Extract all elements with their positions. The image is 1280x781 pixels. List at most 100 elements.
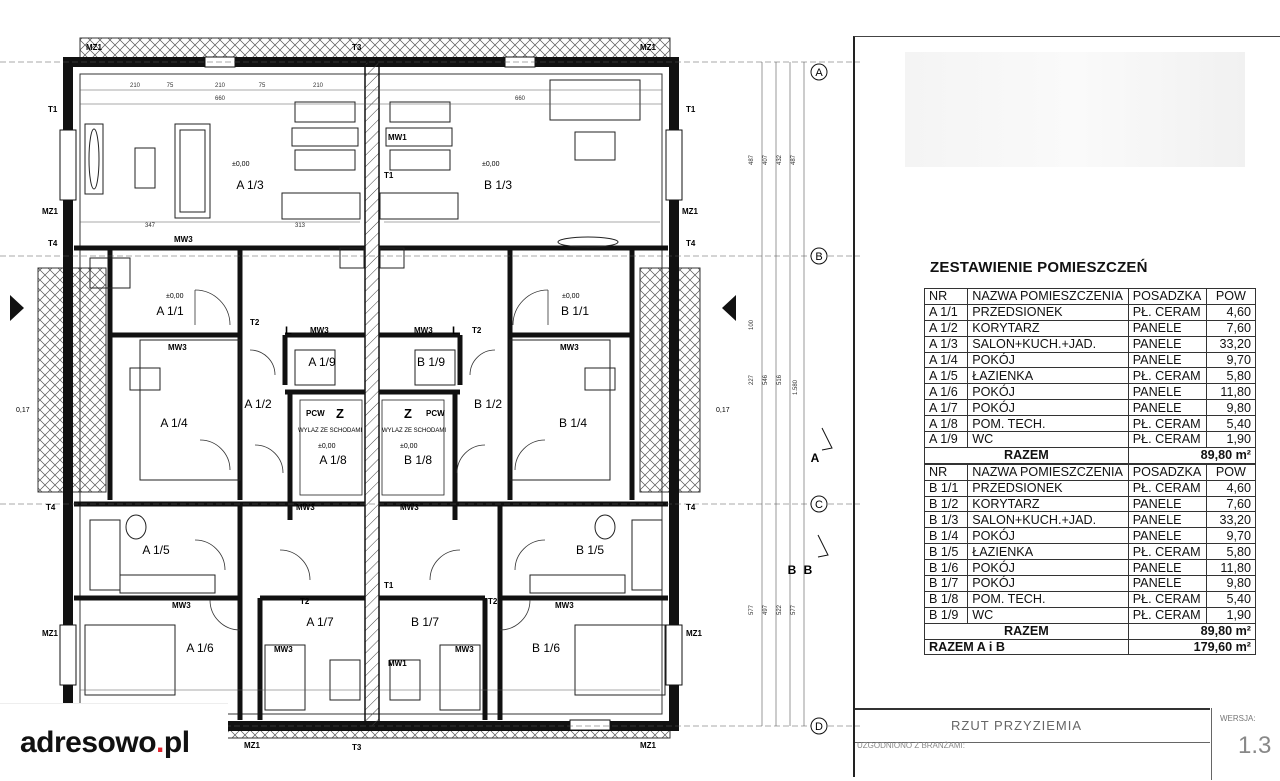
svg-text:MW3: MW3 <box>414 326 433 335</box>
table-cell: A 1/3 <box>923 335 969 353</box>
approval-note: UZGODNIONO Z BRANŻAMI: <box>857 741 965 750</box>
svg-text:1.580: 1.580 <box>793 379 799 395</box>
svg-text:T3: T3 <box>352 743 362 752</box>
svg-text:PCW: PCW <box>306 409 325 418</box>
table-cell: PANELE <box>1127 559 1207 577</box>
table-cell: PŁ. CERAM <box>1127 431 1207 448</box>
svg-text:MW3: MW3 <box>174 235 193 244</box>
interior-walls-left <box>74 245 365 720</box>
table-cell: 33,20 <box>1205 511 1257 529</box>
table-cell: PŁ. CERAM <box>1127 415 1207 433</box>
svg-text:PCW: PCW <box>426 409 445 418</box>
table-cell: A 1/1 <box>923 303 969 321</box>
dimension-text-right: 487 407 432 487 546 227 100 516 1.580 57… <box>749 154 799 615</box>
room-label-a18: A 1/8 <box>319 453 347 467</box>
svg-text:0,17: 0,17 <box>716 407 730 414</box>
level-marks: ±0,00 ±0,00 ±0,00 ±0,00 ±0,00 ±0,00 0,17… <box>16 161 730 450</box>
svg-text:432: 432 <box>777 154 783 165</box>
svg-text:210: 210 <box>313 83 324 89</box>
svg-text:MZ1: MZ1 <box>640 43 657 52</box>
table-cell: POKÓJ <box>967 383 1129 401</box>
adresowo-logo[interactable]: adresowo.pl <box>0 703 228 781</box>
table-cell: 1,90 <box>1205 431 1257 448</box>
svg-text:487: 487 <box>749 154 755 165</box>
svg-text:T4: T4 <box>686 503 696 512</box>
table-cell: POM. TECH. <box>967 415 1129 433</box>
svg-text:T1: T1 <box>48 105 58 114</box>
svg-text:MZ1: MZ1 <box>42 207 59 216</box>
header-cell: POW <box>1205 462 1257 481</box>
table-cell: B 1/6 <box>923 559 969 577</box>
section-mark-b-2: B <box>804 563 813 577</box>
svg-text:T2: T2 <box>250 318 260 327</box>
svg-text:MW3: MW3 <box>168 343 187 352</box>
room-label-b18: B 1/8 <box>404 453 432 467</box>
svg-text:MZ1: MZ1 <box>640 741 657 750</box>
svg-text:100: 100 <box>749 319 755 330</box>
header-cell: POSADZKA <box>1127 288 1207 305</box>
svg-text:T2: T2 <box>488 597 498 606</box>
svg-text:±0,00: ±0,00 <box>166 293 184 300</box>
table-cell: A 1/7 <box>923 399 969 417</box>
axis-b: B <box>815 251 822 263</box>
table-cell: PANELE <box>1127 335 1207 353</box>
version-number: 1.3 <box>1238 732 1272 759</box>
svg-text:MW3: MW3 <box>555 601 574 610</box>
svg-text:577: 577 <box>791 604 797 615</box>
table-cell: SALON+KUCH.+JAD. <box>967 511 1129 529</box>
room-label-b14: B 1/4 <box>559 416 587 430</box>
svg-text:±0,00: ±0,00 <box>232 161 250 168</box>
svg-text:L: L <box>452 325 459 337</box>
wall-tags: MZ1 MZ1 MZ1 MZ1 MZ1 MZ1 MZ1 MZ1 T1 T1 T1… <box>42 43 703 752</box>
section-mark-b-1: B <box>788 563 797 577</box>
sum-label: RAZEM <box>924 446 1129 465</box>
svg-text:MZ1: MZ1 <box>42 629 59 638</box>
axis-d: D <box>815 721 823 733</box>
svg-text:±0,00: ±0,00 <box>318 443 336 450</box>
svg-text:T1: T1 <box>384 581 394 590</box>
room-label-a15: A 1/5 <box>142 543 170 557</box>
room-label-b12: B 1/2 <box>474 397 502 411</box>
terrace-top-hatch <box>79 37 671 61</box>
table-cell: POKÓJ <box>967 527 1129 545</box>
svg-text:MW3: MW3 <box>310 326 329 335</box>
table-cell: 9,80 <box>1205 399 1257 417</box>
svg-text:MZ1: MZ1 <box>682 207 699 216</box>
room-label-a11: A 1/1 <box>156 304 184 318</box>
table-cell: PRZEDSIONEK <box>967 303 1129 321</box>
svg-text:660: 660 <box>215 96 226 102</box>
sum-value: 89,80 m² <box>1127 446 1257 465</box>
svg-text:T4: T4 <box>46 503 56 512</box>
sum-value: 89,80 m² <box>1127 622 1257 640</box>
table-cell: POKÓJ <box>967 399 1129 417</box>
table-cell: PANELE <box>1127 399 1207 417</box>
version-cell: WERSJA: 1.3 <box>1211 708 1280 780</box>
table-cell: POKÓJ <box>967 575 1129 592</box>
version-label: WERSJA: <box>1220 714 1256 723</box>
stair-zone <box>299 399 445 496</box>
dimension-lines <box>0 61 860 727</box>
table-cell: SALON+KUCH.+JAD. <box>967 335 1129 353</box>
table-cell: 5,40 <box>1205 590 1257 608</box>
room-table-title: ZESTAWIENIE POMIESZCZEŃ <box>930 259 1148 276</box>
table-cell: 7,60 <box>1205 495 1257 513</box>
table-cell: B 1/1 <box>923 479 969 497</box>
table-cell: A 1/8 <box>923 415 969 433</box>
svg-text:T1: T1 <box>686 105 696 114</box>
stair-labels: WYLAZ ZE SCHODAMI WYLAZ ZE SCHODAMI <box>298 428 446 434</box>
table-cell: PŁ. CERAM <box>1127 543 1207 561</box>
svg-text:MW3: MW3 <box>172 601 191 610</box>
svg-text:T3: T3 <box>352 43 362 52</box>
table-cell: POKÓJ <box>967 351 1129 369</box>
svg-text:313: 313 <box>295 223 306 229</box>
table-cell: B 1/5 <box>923 543 969 561</box>
